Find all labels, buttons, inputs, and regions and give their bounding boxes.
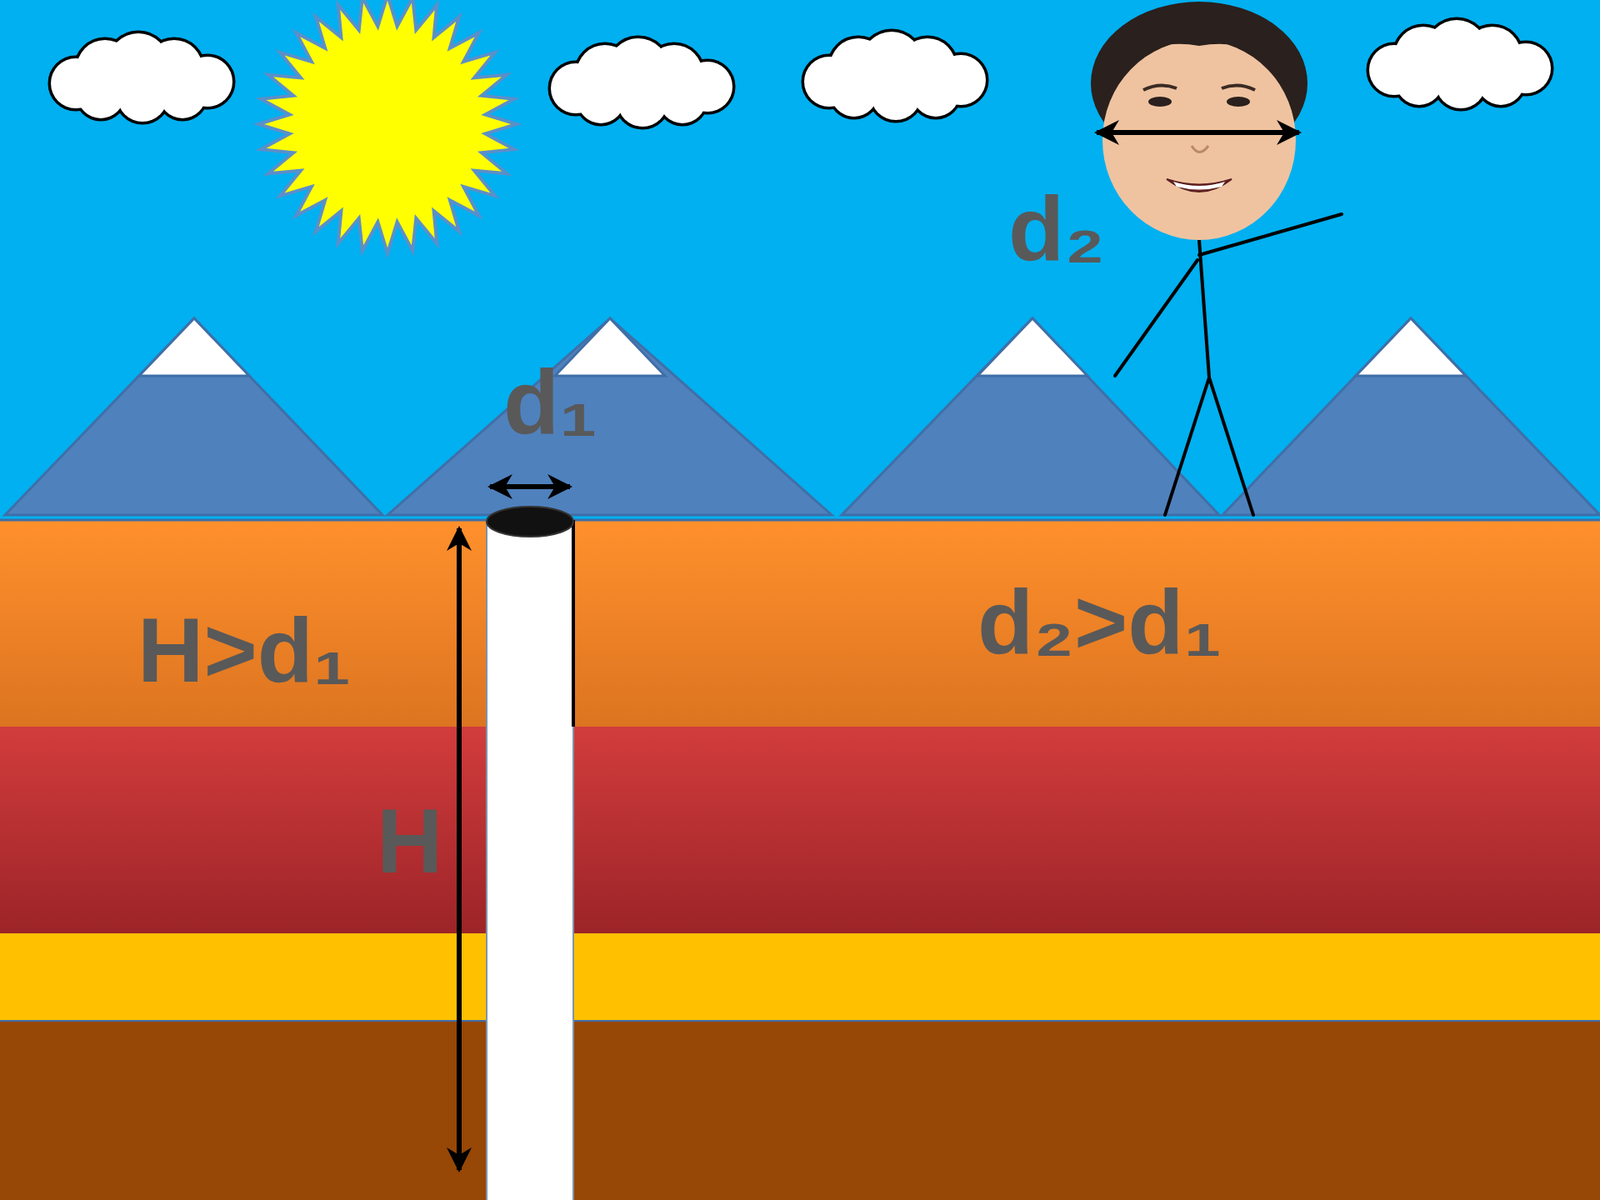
- dimension-label: d₂: [1008, 182, 1105, 275]
- sky: [0, 0, 1600, 520]
- dimension-arrows: [459, 132, 1300, 1170]
- cloud: [804, 31, 986, 120]
- dimension-label: d₁: [503, 355, 598, 448]
- dimension-label: H: [376, 795, 443, 887]
- dimension-label: H>d₁: [137, 604, 351, 696]
- mountains: [5, 318, 1600, 515]
- dimension-label: d₂>d₁: [977, 575, 1222, 668]
- clouds: [50, 20, 1551, 127]
- cloud: [50, 33, 233, 122]
- cloud: [550, 38, 733, 127]
- face: [1090, 1, 1308, 240]
- borehole: [486, 506, 574, 1200]
- stick-figure: [1115, 214, 1342, 515]
- cloud: [1369, 20, 1551, 109]
- sun: [258, 0, 517, 254]
- ground-layers: [0, 520, 1600, 1200]
